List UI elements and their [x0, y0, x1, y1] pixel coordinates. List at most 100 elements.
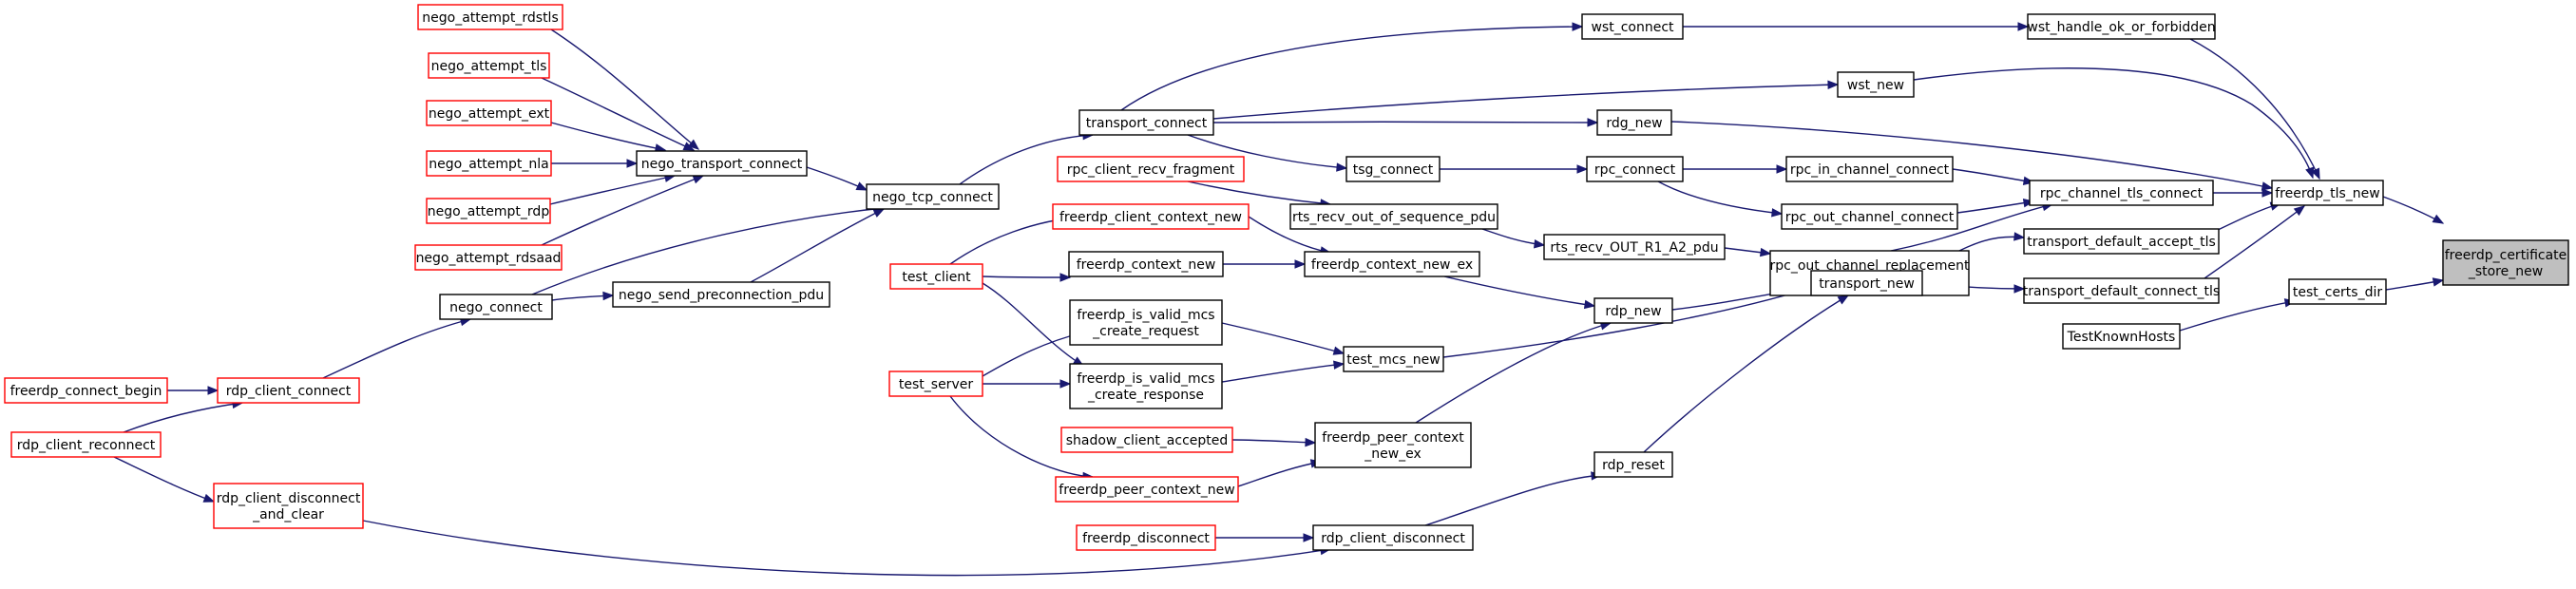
- node-label: freerdp_connect_begin: [10, 384, 162, 399]
- node-nego-attempt-nla[interactable]: nego_attempt_nla: [426, 150, 552, 177]
- arrowhead-icon: [1572, 22, 1584, 31]
- node-rdp-client-reconnect[interactable]: rdp_client_reconnect: [10, 431, 162, 458]
- edge-freerdp_is_valid_mcs_create_request-to-test_mcs_new: [1221, 322, 1345, 355]
- node-wst-new[interactable]: wst_new: [1837, 71, 1915, 98]
- edge-nego_connect-to-nego_tcp_connect: [531, 204, 886, 295]
- node-freerdp-peer-context-new[interactable]: freerdp_peer_context_new: [1055, 476, 1239, 503]
- node-TestKnownHosts[interactable]: TestKnownHosts: [2062, 323, 2181, 350]
- node-freerdp-client-context-new[interactable]: freerdp_client_context_new: [1052, 203, 1250, 230]
- node-label: TestKnownHosts: [2067, 330, 2176, 345]
- node-test-certs-dir[interactable]: test_certs_dir: [2288, 278, 2387, 305]
- node-transport-default-accept-tls[interactable]: transport_default_accept_tls: [2023, 228, 2220, 255]
- arrowhead-icon: [2013, 284, 2026, 294]
- node-root: freerdp_certificate_store_new: [2442, 239, 2569, 286]
- arrowhead-icon: [682, 142, 696, 151]
- node-nego-attempt-ext[interactable]: nego_attempt_ext: [426, 100, 552, 126]
- node-test-client[interactable]: test_client: [889, 263, 983, 290]
- node-label: rpc_in_channel_connect: [1790, 162, 1950, 178]
- node-box: [612, 281, 830, 308]
- node-label: freerdp_context_new_ex: [1311, 257, 1473, 273]
- node-nego-send-preconnection-pdu[interactable]: nego_send_preconnection_pdu: [612, 281, 830, 308]
- edge-rdp_client_reconnect-to-rdp_client_connect: [123, 399, 244, 433]
- node-nego-tcp-connect[interactable]: nego_tcp_connect: [866, 183, 1000, 210]
- node-transport-new[interactable]: transport_new: [1810, 270, 1923, 296]
- node-rts-recv-OUT-R1-A2-pdu[interactable]: rts_recv_OUT_R1_A2_pdu: [1543, 234, 1726, 260]
- node-tsg-connect[interactable]: tsg_connect: [1345, 156, 1441, 182]
- node-rpc-client-recv-fragment[interactable]: rpc_client_recv_fragment: [1057, 156, 1245, 182]
- node-label: rpc_connect: [1594, 162, 1676, 178]
- node-label: freerdp_is_valid_mcs: [1077, 308, 1214, 323]
- edge-transport_connect-to-rdg_new: [1212, 118, 1599, 127]
- edge-rts_recv_out_of_sequence_pdu-to-rts_recv_OUT_R1_A2_pdu: [1481, 228, 1546, 249]
- node-label: rdp_new: [1605, 304, 1661, 319]
- arrowhead-icon: [2432, 214, 2445, 224]
- edge-nego_attempt_rdp-to-nego_transport_connect: [549, 173, 677, 205]
- node-label: nego_transport_connect: [641, 157, 803, 172]
- node-freerdp-is-valid-mcs-create-response[interactable]: freerdp_is_valid_mcs_create_response: [1069, 363, 1223, 409]
- node-label: rdp_client_disconnect: [217, 491, 361, 506]
- edge-rpc_connect-to-rpc_out_channel_connect: [1657, 180, 1784, 218]
- edge-rdp_client_reconnect-to-rdp_client_disconnect_and_clear: [113, 456, 216, 503]
- node-transport-connect[interactable]: transport_connect: [1078, 109, 1214, 136]
- node-label: freerdp_tls_new: [2275, 186, 2380, 201]
- edge-nego_send_preconnection_pdu-to-nego_tcp_connect: [750, 208, 886, 283]
- node-label: rdg_new: [1606, 116, 1662, 131]
- edge-nego_connect-to-nego_send_preconnection_pdu: [551, 291, 615, 301]
- edge-transport_connect-to-tsg_connect: [1187, 134, 1348, 172]
- node-rdg-new[interactable]: rdg_new: [1596, 109, 1672, 136]
- node-transport-default-connect-tls[interactable]: transport_default_connect_tls: [2023, 277, 2220, 304]
- node-nego-attempt-tls[interactable]: nego_attempt_tls: [428, 52, 550, 79]
- edge-line: [2179, 300, 2296, 332]
- node-freerdp-is-valid-mcs-create-request[interactable]: freerdp_is_valid_mcs_create_request: [1069, 299, 1223, 346]
- node-box: [1069, 299, 1223, 346]
- node-label: freerdp_peer_context_new: [1059, 483, 1234, 498]
- node-box: [888, 370, 983, 397]
- node-box: [1593, 297, 1673, 324]
- arrowhead-icon: [207, 386, 219, 395]
- node-label: wst_handle_ok_or_forbidden: [2027, 20, 2215, 35]
- node-freerdp-context-new-ex[interactable]: freerdp_context_new_ex: [1304, 251, 1480, 277]
- node-rpc-connect[interactable]: rpc_connect: [1586, 156, 1684, 182]
- node-freerdp-peer-context-new-ex[interactable]: freerdp_peer_context_new_ex: [1314, 422, 1472, 468]
- node-test-server[interactable]: test_server: [888, 370, 983, 397]
- node-wst-connect[interactable]: wst_connect: [1581, 13, 1684, 40]
- node-label: shadow_client_accepted: [1066, 433, 1229, 448]
- node-box: [426, 150, 552, 177]
- node-freerdp-tls-new[interactable]: freerdp_tls_new: [2271, 180, 2384, 206]
- node-nego-attempt-rdp[interactable]: nego_attempt_rdp: [426, 198, 551, 224]
- node-rdp-new[interactable]: rdp_new: [1593, 297, 1673, 324]
- node-nego-transport-connect[interactable]: nego_transport_connect: [636, 150, 808, 177]
- node-nego-attempt-rdsaad[interactable]: nego_attempt_rdsaad: [414, 244, 563, 271]
- edge-wst_new-to-freerdp_tls_new: [1913, 67, 2315, 180]
- node-freerdp-context-new[interactable]: freerdp_context_new: [1068, 251, 1224, 277]
- node-box: [2023, 228, 2220, 255]
- edge-shadow_client_accepted-to-freerdp_peer_context_new_ex: [1231, 437, 1317, 447]
- node-rpc-channel-tls-connect[interactable]: rpc_channel_tls_connect: [2029, 180, 2214, 206]
- node-rpc-out-channel-connect[interactable]: rpc_out_channel_connect: [1781, 203, 1958, 230]
- node-box: [866, 183, 1000, 210]
- node-label: transport_default_connect_tls: [2023, 284, 2220, 299]
- arrowhead-icon: [692, 175, 705, 184]
- edge-line: [1956, 200, 2034, 214]
- node-wst-handle-ok-or-forbidden[interactable]: wst_handle_ok_or_forbidden: [2027, 13, 2216, 40]
- arrowhead-icon: [1827, 80, 1840, 90]
- arrowhead-icon: [2013, 232, 2026, 241]
- node-rts-recv-out-of-sequence-pdu[interactable]: rts_recv_out_of_sequence_pdu: [1289, 203, 1498, 230]
- node-freerdp-disconnect[interactable]: freerdp_disconnect: [1076, 524, 1216, 551]
- edge-line: [1415, 322, 1612, 424]
- node-rdp-client-disconnect[interactable]: rdp_client_disconnect: [1312, 524, 1474, 551]
- arrowhead-icon: [202, 493, 216, 503]
- node-freerdp-connect-begin[interactable]: freerdp_connect_begin: [4, 377, 168, 404]
- node-label: rts_recv_out_of_sequence_pdu: [1292, 210, 1496, 225]
- node-rdp-client-connect[interactable]: rdp_client_connect: [217, 377, 360, 404]
- arrowhead-icon: [1332, 346, 1345, 355]
- node-test-mcs-new[interactable]: test_mcs_new: [1343, 346, 1444, 372]
- node-nego-connect[interactable]: nego_connect: [439, 294, 553, 320]
- node-label: rpc_out_channel_replacement: [1769, 258, 1970, 274]
- node-box: [439, 294, 553, 320]
- node-nego-attempt-rdstls[interactable]: nego_attempt_rdstls: [417, 4, 563, 30]
- node-rdp-client-disconnect-and-clear[interactable]: rdp_client_disconnect_and_clear: [213, 483, 364, 529]
- node-shadow-client-accepted[interactable]: shadow_client_accepted: [1060, 427, 1233, 453]
- node-rpc-in-channel-connect[interactable]: rpc_in_channel_connect: [1785, 156, 1954, 182]
- node-rdp-reset[interactable]: rdp_reset: [1593, 451, 1673, 478]
